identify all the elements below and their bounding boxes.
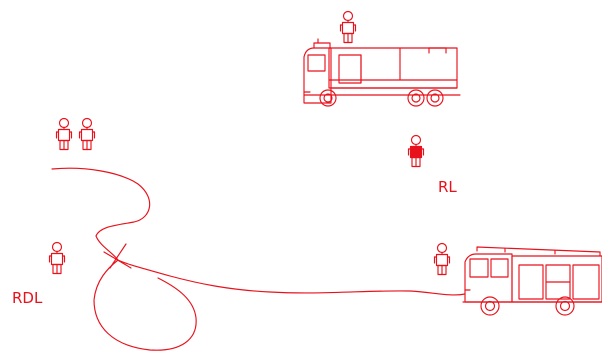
rl-label: RL <box>438 178 457 196</box>
water-tanker-truck <box>303 10 461 107</box>
person-left-1 <box>55 117 73 151</box>
rdl-label: RDL <box>12 289 43 307</box>
person-left-2 <box>78 117 96 151</box>
person-pair-left <box>55 117 96 151</box>
hose-line <box>51 167 466 351</box>
rl-person <box>407 134 425 168</box>
person-on-tanker <box>339 10 357 44</box>
rdl-person <box>48 241 66 275</box>
nozzle-cross <box>103 243 132 269</box>
person-near-engine <box>433 242 451 276</box>
fire-engine <box>462 246 602 316</box>
